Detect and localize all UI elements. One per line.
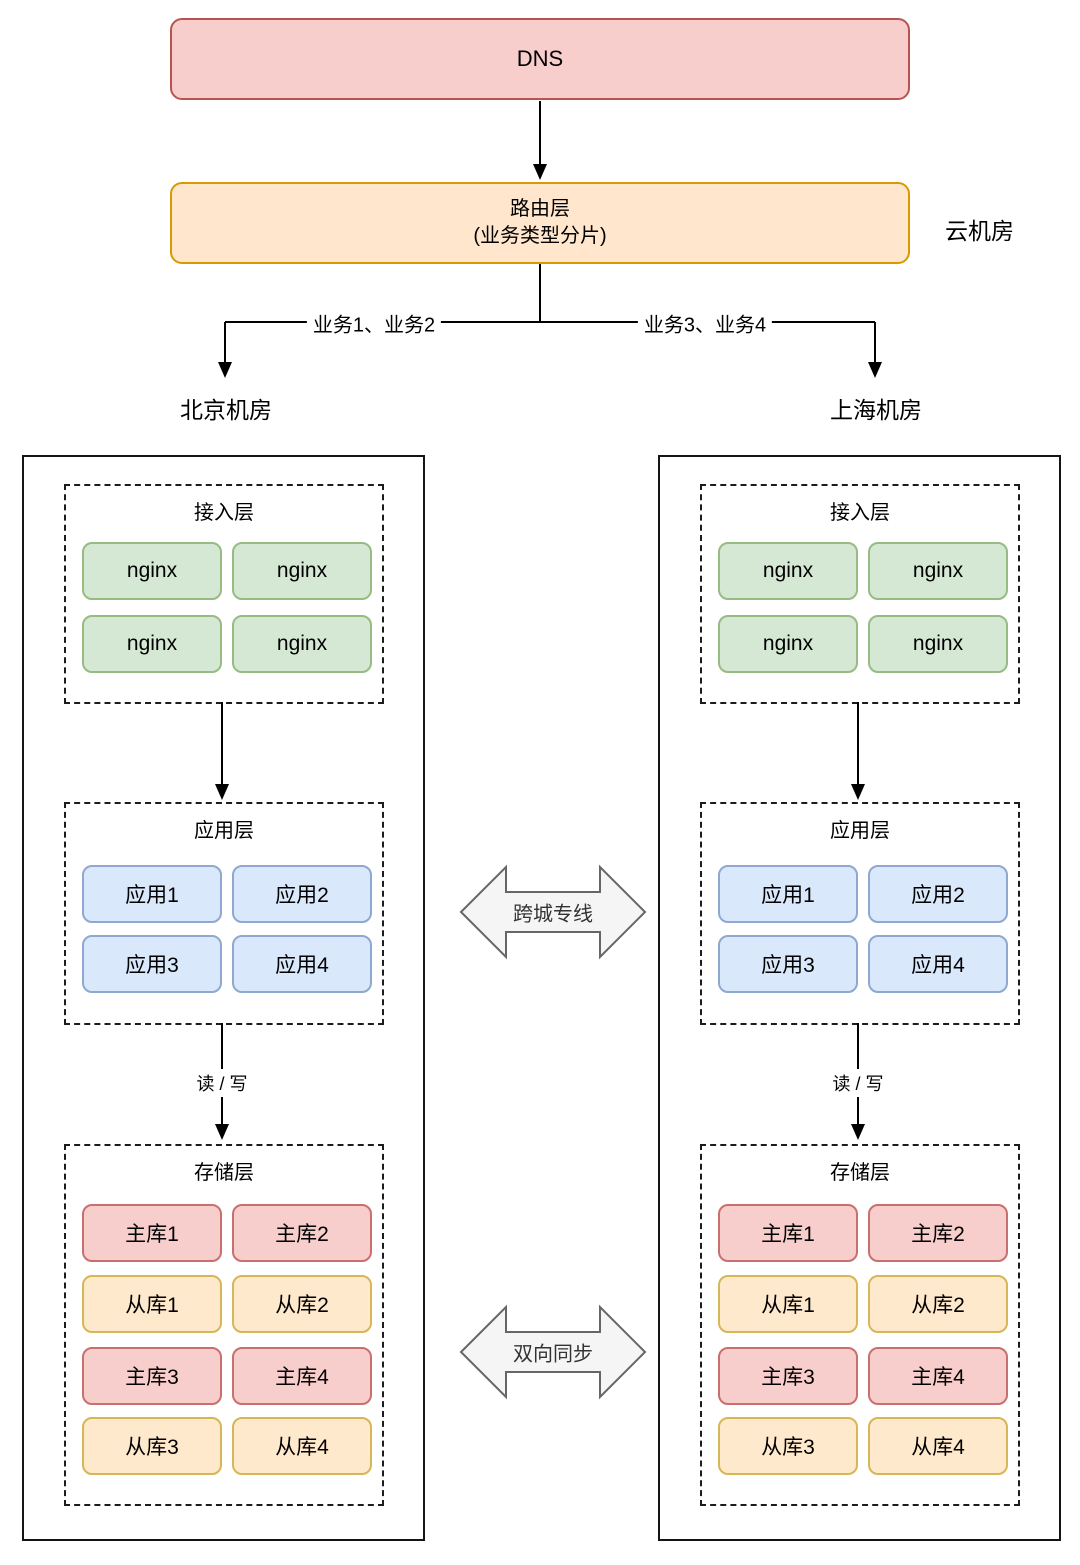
nginx-node: nginx	[82, 542, 222, 600]
slave-db-node: 从库1	[82, 1275, 222, 1333]
app-node: 应用2	[868, 865, 1008, 923]
dns-box: DNS	[170, 18, 910, 100]
dns-label: DNS	[516, 46, 564, 71]
slave-db-node: 从库1	[718, 1275, 858, 1333]
storage-layer-title: 存储层	[830, 1162, 890, 1184]
nginx-node: nginx	[232, 615, 372, 673]
access-layer-title: 接入层	[194, 502, 254, 524]
master-db-node: 主库1	[718, 1204, 858, 1262]
app-layer-panel: 应用层	[700, 802, 1020, 1025]
app-layer-title: 应用层	[194, 820, 254, 842]
shanghai-datacenter-container: 接入层 nginx nginx nginx nginx 应用层 应用1 应用2 …	[658, 455, 1061, 1541]
app-layer-panel: 应用层	[64, 802, 384, 1025]
master-db-node: 主库1	[82, 1204, 222, 1262]
nginx-node: nginx	[718, 542, 858, 600]
arrowhead-down-icon	[218, 362, 232, 378]
master-db-node: 主库3	[718, 1347, 858, 1405]
storage-layer-panel: 存储层	[700, 1144, 1020, 1506]
master-db-node: 主库3	[82, 1347, 222, 1405]
app-node: 应用1	[82, 865, 222, 923]
app-node: 应用4	[232, 935, 372, 993]
router-subtitle: (业务类型分片)	[473, 225, 607, 247]
access-layer-title: 接入层	[830, 502, 890, 524]
router-layer-box: 路由层 (业务类型分片)	[170, 182, 910, 264]
app-node: 应用3	[82, 935, 222, 993]
bidirectional-sync-double-arrow-icon	[459, 1304, 647, 1400]
storage-layer-title: 存储层	[194, 1162, 254, 1184]
access-layer-panel: 接入层	[64, 484, 384, 704]
nginx-node: nginx	[868, 542, 1008, 600]
shanghai-room-label: 上海机房	[830, 397, 922, 423]
nginx-node: nginx	[232, 542, 372, 600]
slave-db-node: 从库4	[868, 1417, 1008, 1475]
branch-left-label: 业务1、业务2	[306, 307, 442, 339]
slave-db-node: 从库2	[868, 1275, 1008, 1333]
cross-city-label: 跨城专线	[513, 903, 593, 926]
master-db-node: 主库2	[868, 1204, 1008, 1262]
nginx-node: nginx	[82, 615, 222, 673]
router-title: 路由层	[509, 198, 570, 220]
cloud-room-label: 云机房	[945, 218, 1014, 244]
slave-db-node: 从库4	[232, 1417, 372, 1475]
nginx-node: nginx	[868, 615, 1008, 673]
slave-db-node: 从库3	[718, 1417, 858, 1475]
read-write-label: 读 / 写	[826, 1069, 890, 1097]
master-db-node: 主库4	[868, 1347, 1008, 1405]
master-db-node: 主库2	[232, 1204, 372, 1262]
read-write-label: 读 / 写	[190, 1069, 254, 1097]
app-node: 应用1	[718, 865, 858, 923]
app-node: 应用2	[232, 865, 372, 923]
slave-db-node: 从库3	[82, 1417, 222, 1475]
app-node: 应用3	[718, 935, 858, 993]
master-db-node: 主库4	[232, 1347, 372, 1405]
beijing-room-label: 北京机房	[180, 397, 272, 423]
branch-right-label: 业务3、业务4	[637, 307, 773, 339]
slave-db-node: 从库2	[232, 1275, 372, 1333]
bidirectional-sync-label: 双向同步	[513, 1343, 593, 1366]
nginx-node: nginx	[718, 615, 858, 673]
arrowhead-down-icon	[868, 362, 882, 378]
cross-city-double-arrow-icon	[459, 864, 647, 960]
app-node: 应用4	[868, 935, 1008, 993]
access-layer-panel: 接入层	[700, 484, 1020, 704]
arrowhead-down-icon	[533, 164, 547, 180]
beijing-datacenter-container: 接入层 nginx nginx nginx nginx 应用层 应用1 应用2 …	[22, 455, 425, 1541]
storage-layer-panel: 存储层	[64, 1144, 384, 1506]
app-layer-title: 应用层	[830, 820, 890, 842]
